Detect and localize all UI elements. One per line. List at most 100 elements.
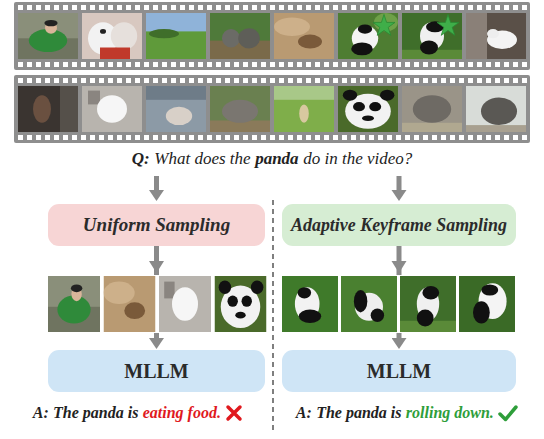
arrow-head [149,190,164,201]
sprocket-hole [342,62,347,67]
frame-shape [369,102,381,111]
frame-shape [481,284,498,295]
sprocket-hole [513,5,518,10]
sprocket-hole [324,135,329,140]
sprocket-hole [270,78,275,83]
frame-background [18,13,78,59]
arrow-head [392,261,407,273]
sprocket-hole [198,5,203,10]
video-frame [210,86,270,132]
sprocket-hole [279,135,284,140]
sprocket-hole [216,62,221,67]
frame-background [215,276,267,332]
sprocket-hole [153,62,158,67]
sprocket-hole [342,5,347,10]
sprocket-hole [162,78,167,83]
frame-shape [466,13,487,59]
sprocket-hole [63,135,68,140]
sprocket-hole [378,5,383,10]
sprocket-hole [486,78,491,83]
frame-background [210,13,270,59]
sprocket-hole [225,5,230,10]
frame-background [104,276,156,332]
sprocket-hole [387,62,392,67]
sprocket-hole [135,78,140,83]
film-strip [14,2,530,70]
sprocket-hole [495,78,500,83]
sprocket-hole [108,62,113,67]
sprocket-hole [27,135,32,140]
frame-shape [172,287,198,321]
sprocket-hole [504,5,509,10]
sprocket-hole [45,78,50,83]
sprocket-hole [459,135,464,140]
sprocket-hole [234,135,239,140]
video-frame [104,276,156,332]
sprocket-hole [414,78,419,83]
frame-shape [420,41,438,55]
frame-shape [299,104,309,122]
sprocket-hole [324,62,329,67]
frame-background [338,13,398,59]
video-frame [146,86,206,132]
sprocket-hole [369,78,374,83]
sprocket-hole [18,78,23,83]
sprocket-hole [423,5,428,10]
frame-shape [166,107,192,125]
sprocket-hole [405,78,410,83]
sprocket-hole [225,135,230,140]
sprocket-hole [513,135,518,140]
frame-shape [111,22,137,50]
model-box: MLLM [282,350,516,392]
sprocket-hole [108,5,113,10]
frame-background [48,276,100,332]
video-frame [82,13,142,59]
sprocket-hole [387,78,392,83]
sprocket-hole [486,5,491,10]
question-text: do in the video? [303,149,412,169]
sprocket-hole [99,78,104,83]
frame-background [210,86,270,132]
sprocket-hole [144,62,149,67]
answer-text: A: [296,404,312,422]
sprocket-hole [252,62,257,67]
sprocket-hole [54,78,59,83]
sprocket-hole [378,78,383,83]
sprocket-hole [117,5,122,10]
divider-line [272,200,274,433]
answer-text: eating food. [143,404,221,422]
answer-text: The panda is [53,404,138,422]
video-frame [215,276,267,332]
answer-line: A:The panda iseating food. [6,401,270,425]
sprocket-hole [297,5,302,10]
node-title: Uniform Sampling [83,214,230,236]
sprocket-hole [126,78,131,83]
sprocket-hole [369,5,374,10]
sprocket-hole [126,62,131,67]
sprocket-hole [396,62,401,67]
video-frame [18,13,78,59]
frames-ground [280,275,518,333]
sprocket-hole [477,78,482,83]
frame-shape [422,286,439,299]
frame-background [282,276,338,332]
video-frame [210,13,270,59]
frame-shape [164,282,174,299]
frame-shape [481,98,517,126]
cross-mark [225,404,243,422]
sprocket-hole [198,78,203,83]
strip-band [14,75,530,143]
frame-shape [100,29,106,34]
node-title: MLLM [367,360,431,383]
sprocket-hole [144,78,149,83]
sprocket-hole [288,135,293,140]
sprocket-hole [72,135,77,140]
frame-shape [222,100,258,123]
question-line: Q:What does thepandado in the video? [0,147,544,171]
sprocket-hole [288,5,293,10]
sprocket-hole [90,5,95,10]
sprocket-hole [72,78,77,83]
sprocket-hole [81,5,86,10]
frame-shape [343,90,357,101]
